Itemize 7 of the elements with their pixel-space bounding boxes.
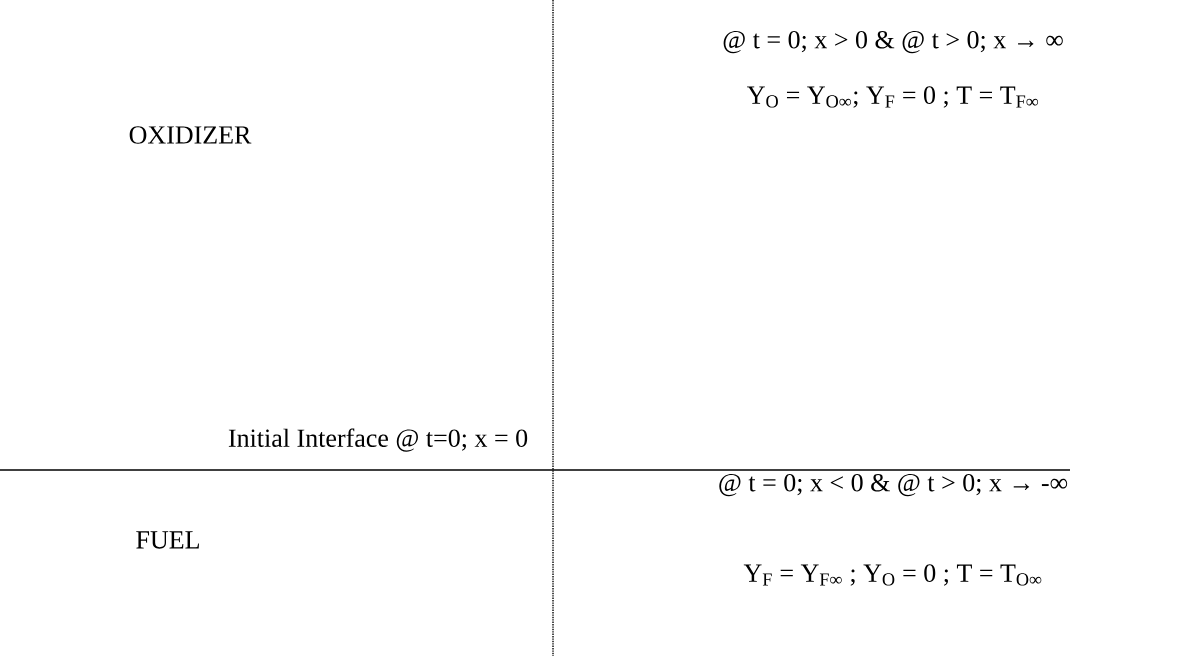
boundary-condition: Y$_{O}$ = Y$_{O∞}$; Y$_{F}$ = 0 ; T = T$_{F∞}$	[745, 85, 1041, 109]
boundary-condition: @ t = 0; x > 0 & @ t > 0; x → ∞	[721, 29, 1065, 55]
interface-label: Initial Interface @ t=0; x = 0	[226, 427, 530, 453]
region-label: OXIDIZER	[127, 125, 253, 145]
region-label: FUEL	[134, 530, 202, 550]
boundary-condition: Y$_{F}$ = Y$_{F∞}$ ; Y$_{O}$ = 0 ; T = T$_{O∞}$	[742, 563, 1044, 587]
boundary-condition: @ t = 0; x < 0 & @ t > 0; x → -∞	[716, 472, 1070, 498]
